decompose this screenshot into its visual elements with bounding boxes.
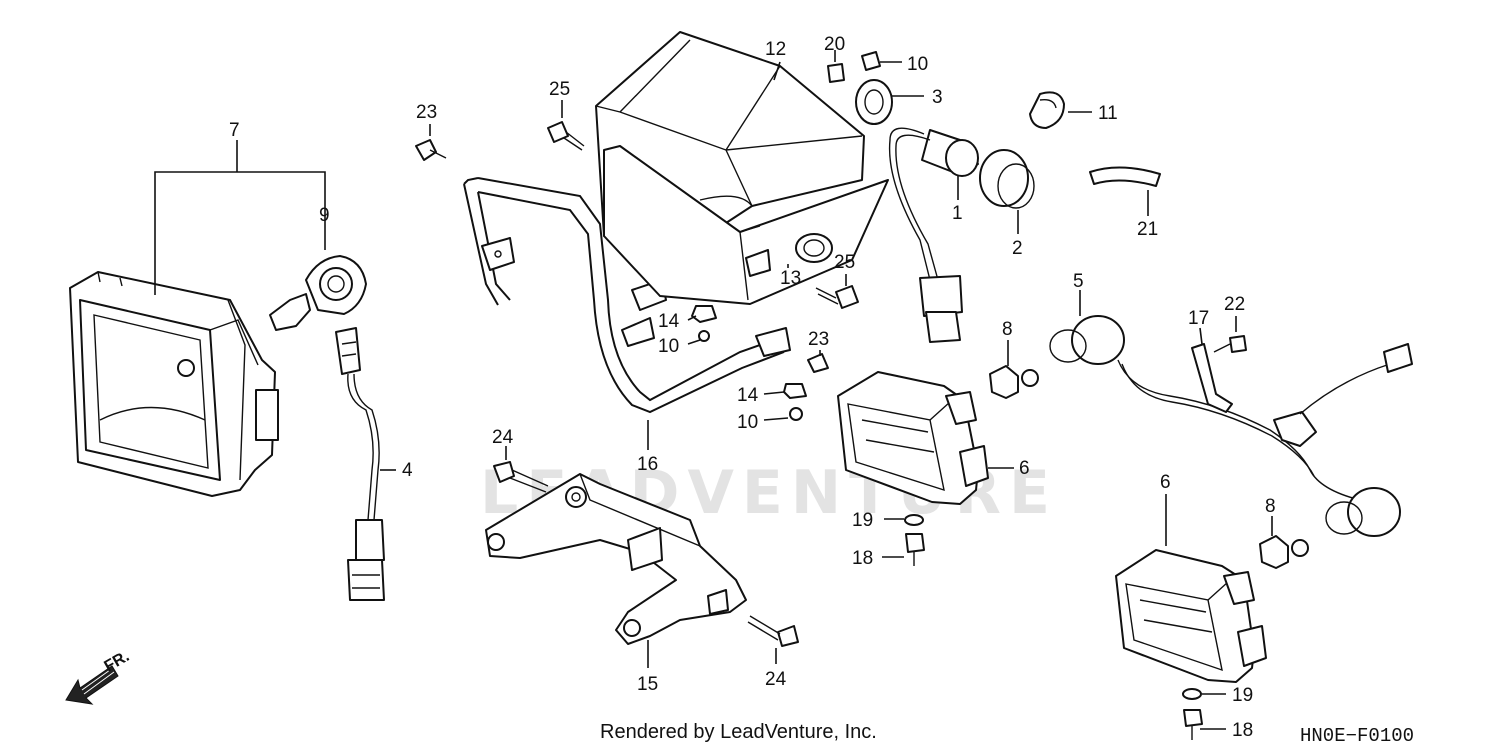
callout-19b: 19	[1232, 685, 1253, 706]
headlight-case-lower	[603, 145, 889, 305]
callout-22: 22	[1224, 294, 1245, 315]
nut-14b	[783, 383, 807, 399]
callout-10a: 10	[658, 336, 679, 357]
nut-14a	[691, 305, 717, 323]
callout-21: 21	[1137, 219, 1158, 240]
callout-25a: 25	[549, 79, 570, 100]
callout-1: 1	[952, 203, 963, 224]
screw-18b	[1183, 709, 1203, 740]
callout-3: 3	[932, 87, 943, 108]
headlight-stay-bracket	[485, 473, 747, 645]
bolt-24a	[493, 461, 549, 493]
callout-11: 11	[1098, 103, 1118, 124]
switch-cover	[979, 149, 1035, 209]
callout-23b: 23	[808, 329, 829, 350]
fog-lamp-bulb-a	[989, 365, 1039, 399]
callout-25b: 25	[834, 252, 855, 273]
fog-lamp-bulb-b	[1259, 535, 1309, 569]
callout-14a: 14	[658, 311, 680, 332]
callout-4: 4	[402, 460, 413, 481]
headlight-wire-harness	[335, 327, 385, 601]
callout-9: 9	[319, 205, 330, 226]
callout-17: 17	[1188, 308, 1209, 329]
bolt-25b	[815, 285, 859, 309]
screw-18a	[905, 533, 925, 566]
callout-5: 5	[1073, 271, 1084, 292]
diagram-code: HN0E−F0100	[1300, 725, 1414, 747]
bolt-10c	[861, 51, 881, 71]
headlight-bulb	[269, 255, 367, 331]
callout-7: 7	[229, 120, 240, 141]
light-switch	[888, 127, 979, 343]
callout-6b: 6	[1160, 472, 1171, 493]
callout-24b: 24	[765, 669, 787, 690]
clip-20	[827, 63, 845, 83]
fog-lamp-b	[1115, 549, 1267, 683]
washer-10a	[698, 330, 710, 342]
washer-19a	[904, 514, 924, 526]
bolt-23a	[415, 139, 447, 161]
render-credit: Rendered by LeadVenture, Inc.	[600, 721, 877, 743]
callout-12: 12	[765, 39, 786, 60]
socket-harness	[1049, 315, 1413, 537]
fog-lamp-a	[837, 371, 989, 505]
callout-23a: 23	[416, 102, 437, 123]
bolt-24b	[747, 615, 799, 647]
bolt-22	[1213, 335, 1247, 353]
callout-16: 16	[637, 454, 658, 475]
callout-8a: 8	[1002, 319, 1013, 340]
callout-19a: 19	[852, 510, 873, 531]
callout-20: 20	[824, 34, 845, 55]
bolt-23b	[807, 353, 829, 373]
callout-10c: 10	[907, 54, 928, 75]
washer-19b	[1182, 688, 1202, 700]
callout-14b: 14	[737, 385, 759, 406]
callout-10b: 10	[737, 412, 758, 433]
headlight-assembly	[69, 271, 279, 497]
callout-8b: 8	[1265, 496, 1276, 517]
harness-stay	[1191, 343, 1233, 413]
washer-10b	[789, 407, 803, 421]
ring-nut	[855, 79, 893, 125]
hose-clamp	[1029, 91, 1065, 129]
callout-18b: 18	[1232, 720, 1253, 741]
bolt-25a	[547, 121, 585, 151]
callout-13: 13	[780, 268, 801, 289]
callout-15: 15	[637, 674, 658, 695]
wire-clip	[1089, 166, 1161, 187]
front-direction-arrow-icon	[65, 665, 119, 705]
callout-24a: 24	[492, 427, 514, 448]
callout-6a: 6	[1019, 458, 1030, 479]
callout-2: 2	[1012, 238, 1023, 259]
callout-18a: 18	[852, 548, 873, 569]
